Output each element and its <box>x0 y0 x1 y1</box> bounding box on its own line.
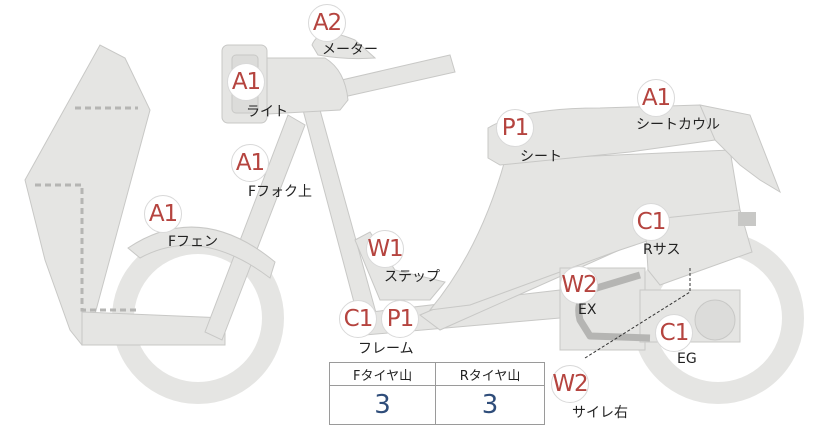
grade-badge-ex: W2 <box>560 266 598 304</box>
part-label-step: ステップ <box>384 269 440 285</box>
part-label-rsus: Rサス <box>643 242 681 258</box>
tire-tread-table: Fタイヤ山 Rタイヤ山 3 3 <box>328 362 545 425</box>
part-label-light: ライト <box>246 104 288 120</box>
part-label-ex: EX <box>578 302 597 318</box>
grade-badge-muffler: W2 <box>551 365 589 403</box>
grade-badge-ffender: A1 <box>144 195 182 233</box>
rear-tire-value: 3 <box>435 385 545 425</box>
grade-badge-seatcowl: A1 <box>637 79 675 117</box>
part-label-meter: メーター <box>322 42 378 58</box>
front-tire-value: 3 <box>328 385 437 425</box>
part-label-frame: フレーム <box>358 341 414 357</box>
grade-badge-step: W1 <box>366 230 404 268</box>
grade-badge-frame-p: P1 <box>381 300 419 338</box>
front-tire-header: Fタイヤ山 <box>328 362 437 386</box>
grade-badge-light: A1 <box>227 63 265 101</box>
grade-badge-eg: C1 <box>655 314 693 352</box>
grade-badge-rsus: C1 <box>632 203 670 241</box>
part-label-seatcowl: シートカウル <box>636 117 720 133</box>
part-label-muffler: サイレ右 <box>572 405 628 421</box>
part-label-seat: シート <box>520 149 562 165</box>
rear-tire-header: Rタイヤ山 <box>435 362 545 386</box>
part-label-ffender: Fフェン <box>168 234 219 250</box>
part-label-eg: EG <box>677 351 697 367</box>
part-label-ffork: Fフォク上 <box>248 184 313 200</box>
grade-badge-frame-c: C1 <box>339 300 377 338</box>
grade-badge-ffork: A1 <box>231 144 269 182</box>
grade-badge-seat: P1 <box>496 109 534 147</box>
grade-badge-meter: A2 <box>308 4 346 42</box>
